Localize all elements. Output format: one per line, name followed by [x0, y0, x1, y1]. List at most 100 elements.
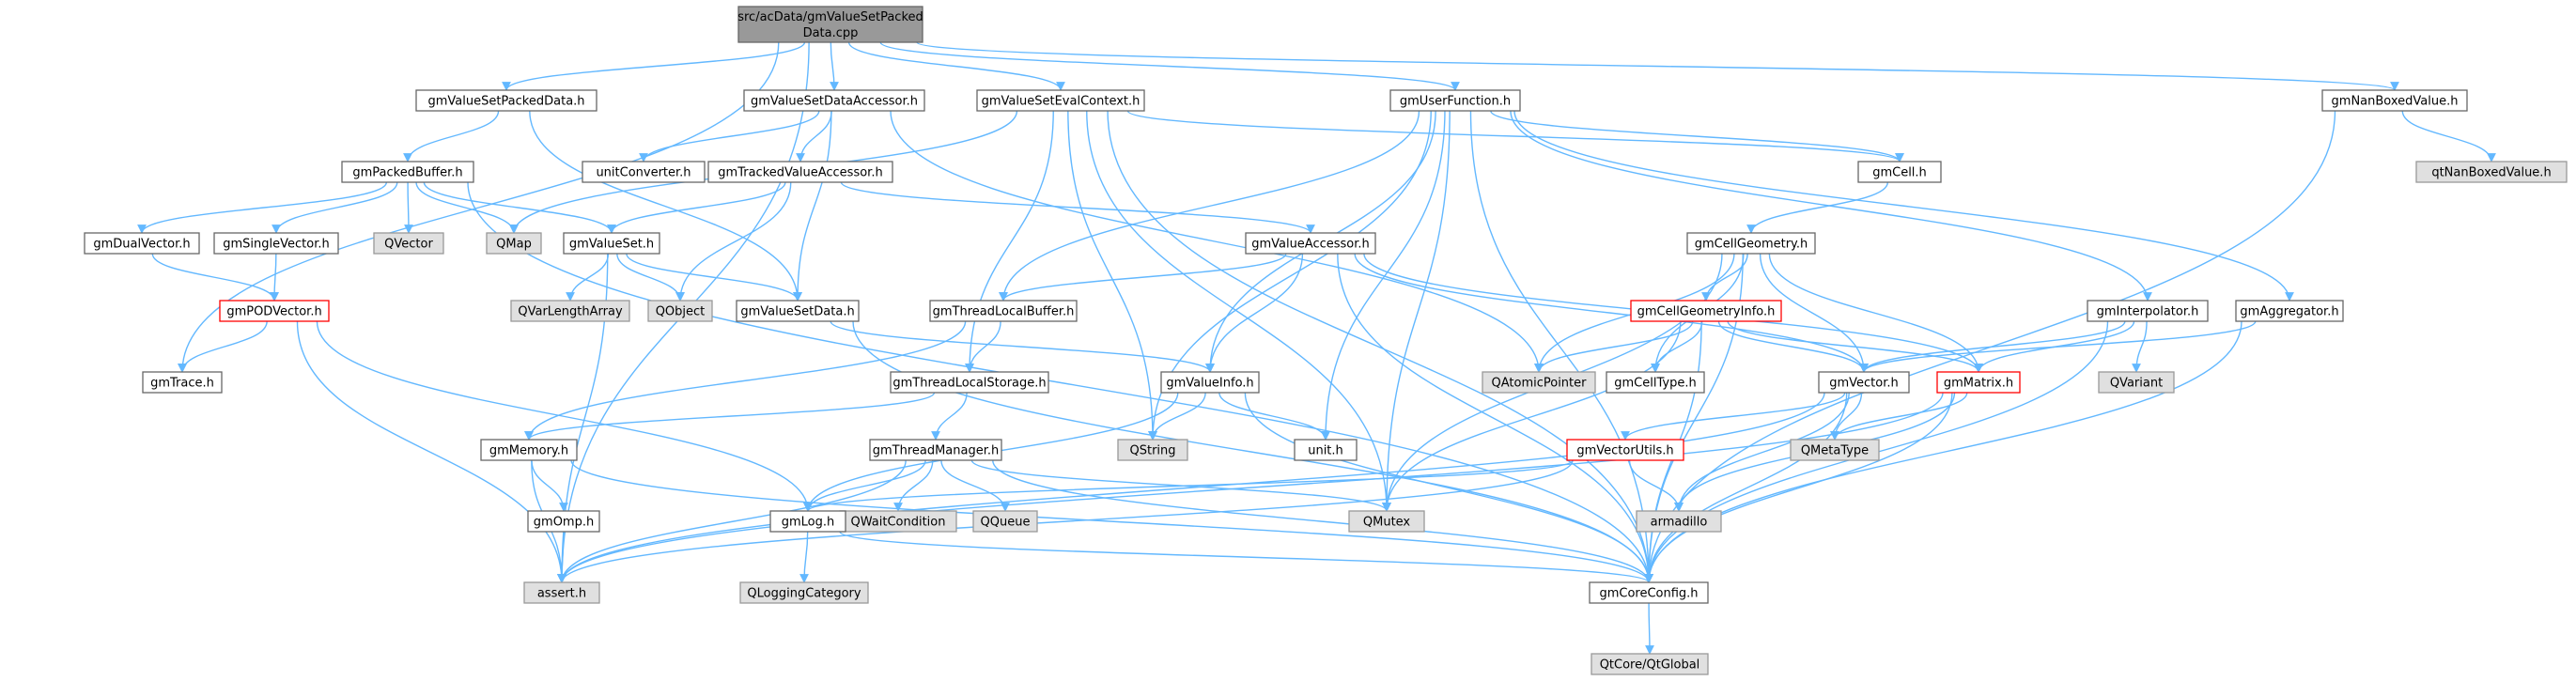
node-label: QVarLengthArray — [518, 305, 623, 319]
node-box — [415, 89, 597, 112]
node-label: gmCellType.h — [1614, 377, 1696, 391]
node-label: gmVectorUtils.h — [1576, 444, 1673, 458]
node-label: QMap — [496, 238, 532, 252]
node-gmTrace-h[interactable]: gmTrace.h — [142, 371, 223, 394]
node-box — [2321, 89, 2468, 112]
node-box — [769, 510, 846, 533]
node-box — [1630, 300, 1782, 322]
include-edge-gmUserFunction_h-to-QMutex — [1382, 110, 1451, 512]
node-gmThreadLocalBuffer-h[interactable]: gmThreadLocalBuffer.h — [929, 300, 1078, 322]
node-gmPackedBuffer-h[interactable]: gmPackedBuffer.h — [341, 161, 474, 183]
node-label: QtCore/QtGlobal — [1600, 658, 1700, 673]
node-label: QString — [1129, 444, 1175, 458]
node-box — [480, 439, 578, 461]
node-gmCellGeometry-h[interactable]: gmCellGeometry.h — [1686, 232, 1816, 255]
node-unit-h[interactable]: unit.h — [1294, 439, 1358, 461]
node-gmInterpolator-h[interactable]: gmInterpolator.h — [2087, 300, 2209, 322]
node-gmSingleVector-h[interactable]: gmSingleVector.h — [213, 232, 339, 255]
node-label: QVector — [384, 238, 433, 252]
include-edge-gmValueSet_h-to-gmValueSetData_h — [626, 253, 802, 302]
node-QVarLengthArray: QVarLengthArray — [510, 300, 630, 322]
node-gmValueSetEvalContext-h[interactable]: gmValueSetEvalContext.h — [976, 89, 1145, 112]
node-gmCellGeometryInfo-h[interactable]: gmCellGeometryInfo.h — [1630, 300, 1782, 322]
include-edge-gmVectorUtils_h-to-assert_h — [557, 459, 1574, 583]
node-label: qtNanBoxedValue.h — [2431, 166, 2551, 180]
include-edge-gmPackedBuffer_h-to-gmDualVector_h — [137, 181, 388, 234]
node-QString: QString — [1117, 439, 1188, 461]
node-box — [1294, 439, 1358, 461]
node-gmDualVector-h[interactable]: gmDualVector.h — [84, 232, 200, 255]
include-edge-gmTrackedValueAccessor_h-to-gmValueAccessor_h — [840, 181, 1315, 234]
node-label: gmTrackedValueAccessor.h — [718, 166, 882, 180]
node-gmOmp-h[interactable]: gmOmp.h — [527, 510, 600, 533]
node-box — [890, 371, 1049, 394]
node-label: gmPODVector.h — [226, 305, 321, 319]
node-box — [2235, 300, 2344, 322]
include-edge-gmCell_h-to-gmCellGeometry_h — [1746, 181, 1889, 234]
include-edge-gmCellGeometry_h-to-gmCellGeometryInfo_h — [1701, 253, 1748, 302]
node-box — [341, 161, 474, 183]
node-gmValueSetPackedData-h[interactable]: gmValueSetPackedData.h — [415, 89, 597, 112]
include-edge-gmCellGeometryInfo_h-to-gmMatrix_h — [1727, 320, 1983, 373]
node-gmValueSetDataAccessor-h[interactable]: gmValueSetDataAccessor.h — [743, 89, 925, 112]
node-box — [2098, 371, 2175, 394]
node-gmPODVector-h[interactable]: gmPODVector.h — [219, 300, 330, 322]
node-gmCell-h[interactable]: gmCell.h — [1857, 161, 1942, 183]
node-box — [972, 510, 1038, 533]
node-box — [486, 232, 542, 255]
include-edge-gmValueSetDataAccessor_h-to-QAtomicPointer — [890, 110, 1544, 373]
node-label: gmValueInfo.h — [1166, 377, 1253, 391]
node-box — [1566, 439, 1684, 461]
node-gmVectorUtils-h[interactable]: gmVectorUtils.h — [1566, 439, 1684, 461]
node-gmThreadLocalStorage-h[interactable]: gmThreadLocalStorage.h — [890, 371, 1049, 394]
include-edge-gmUserFunction_h-to-unit_h — [1321, 110, 1446, 441]
node-label: QQueue — [981, 516, 1031, 530]
node-gmUserFunction-h[interactable]: gmUserFunction.h — [1389, 89, 1521, 112]
node-gmValueInfo-h[interactable]: gmValueInfo.h — [1160, 371, 1260, 394]
node-label: gmNanBoxedValue.h — [2332, 95, 2459, 109]
node-label: gmValueAccessor.h — [1251, 238, 1370, 252]
node-gmLog-h[interactable]: gmLog.h — [769, 510, 846, 533]
node-gmValueAccessor-h[interactable]: gmValueAccessor.h — [1245, 232, 1376, 255]
node-label: gmValueSet.h — [569, 238, 654, 252]
include-edge-gmTrackedValueAccessor_h-to-gmValueSet_h — [607, 181, 786, 234]
node-box — [736, 300, 860, 322]
node-box — [929, 300, 1078, 322]
include-edge-gmUserFunction_h-to-gmCoreConfig_h — [1469, 110, 1653, 583]
node-gmCoreConfig-h[interactable]: gmCoreConfig.h — [1589, 581, 1709, 604]
node-label: QLoggingCategory — [747, 587, 861, 601]
node-box — [1591, 653, 1709, 675]
include-edge-gmValueSet_h-to-QObject — [616, 253, 685, 302]
include-edge-gmThreadManager_h-to-gmLog_h — [803, 459, 926, 512]
include-edge-gmPODVector_h-to-gmTrace_h — [178, 320, 268, 373]
node-gmNanBoxedValue-h[interactable]: gmNanBoxedValue.h — [2321, 89, 2468, 112]
include-edge-gmValueSetEvalContext_h-to-QMutex — [1086, 110, 1391, 512]
node-gmVector-h[interactable]: gmVector.h — [1818, 371, 1910, 394]
include-edge-gmValueAccessor_h-to-gmVector_h — [1354, 253, 1869, 373]
node-gmMatrix-h[interactable]: gmMatrix.h — [1936, 371, 2021, 394]
include-edge-gmCellGeometryInfo_h-to-QMutex — [1382, 320, 1682, 512]
include-edge-gmValueSetPackedData_h-to-gmPackedBuffer_h — [403, 110, 500, 163]
node-root[interactable]: src/acData/gmValueSetPackedData.cpp — [737, 6, 923, 43]
node-label: gmValueSetDataAccessor.h — [751, 95, 918, 109]
node-gmAggregator-h[interactable]: gmAggregator.h — [2235, 300, 2344, 322]
node-gmThreadManager-h[interactable]: gmThreadManager.h — [869, 439, 1002, 461]
include-edge-gmMemory_h-to-gmOmp_h — [531, 459, 568, 512]
node-gmCellType-h[interactable]: gmCellType.h — [1606, 371, 1705, 394]
node-QMap: QMap — [486, 232, 542, 255]
node-gmValueSetData-h[interactable]: gmValueSetData.h — [736, 300, 860, 322]
node-gmMemory-h[interactable]: gmMemory.h — [480, 439, 578, 461]
include-edge-gmValueSetData_h-to-gmValueInfo_h — [830, 320, 1215, 373]
include-edge-gmValueSetDataAccessor_h-to-gmValueSetData_h — [793, 110, 832, 302]
node-gmValueSet-h[interactable]: gmValueSet.h — [563, 232, 660, 255]
node-box — [1160, 371, 1260, 394]
include-edge-gmPODVector_h-to-assert_h — [296, 320, 566, 583]
node-gmTrackedValueAccessor-h[interactable]: gmTrackedValueAccessor.h — [707, 161, 893, 183]
include-edge-gmValueSetDataAccessor_h-to-gmTrackedValueAccessor_h — [796, 110, 832, 163]
node-label: unit.h — [1308, 444, 1343, 458]
include-edge-gmVector_h-to-assert_h — [557, 392, 1825, 583]
node-unitConverter-h[interactable]: unitConverter.h — [582, 161, 706, 183]
include-edge-gmVector_h-to-gmCoreConfig_h — [1644, 392, 1848, 583]
node-label-line1: src/acData/gmValueSetPacked — [737, 10, 923, 24]
node-box — [2415, 161, 2568, 183]
